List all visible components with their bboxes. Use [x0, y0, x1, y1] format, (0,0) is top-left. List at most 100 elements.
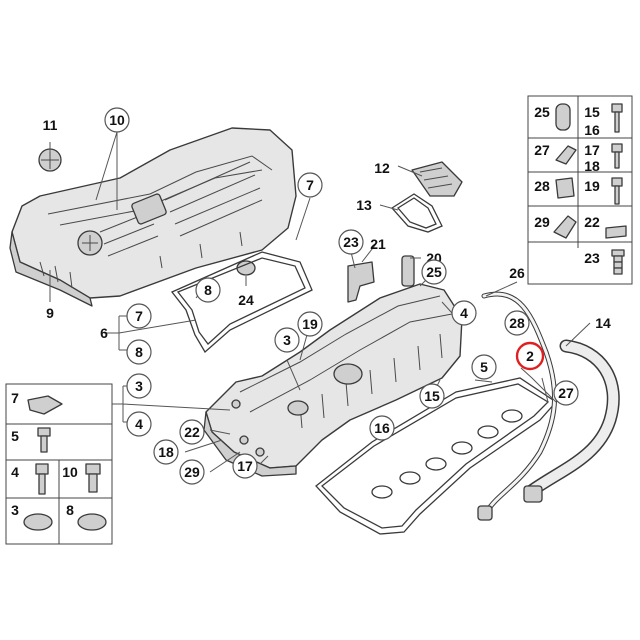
leader-lines	[49, 131, 591, 473]
svg-text:11: 11	[43, 117, 58, 133]
svg-text:25: 25	[426, 264, 442, 280]
spark-plug-seals	[371, 409, 523, 499]
svg-text:24: 24	[238, 292, 254, 308]
callout-16: 16	[369, 415, 395, 441]
stud-bolt-icon	[35, 463, 49, 495]
special-bolt-icon	[85, 463, 101, 493]
svg-text:6: 6	[100, 325, 108, 341]
bracket	[347, 261, 375, 303]
callout-28: 28	[504, 310, 530, 336]
bracket-clip-icon	[553, 215, 577, 239]
svg-text:12: 12	[374, 160, 390, 176]
callout-5: 5	[471, 354, 497, 380]
callout-13: 13	[356, 197, 372, 213]
callout-2-highlighted: 2	[515, 341, 545, 371]
svg-text:2: 2	[526, 348, 534, 364]
svg-text:29: 29	[184, 464, 200, 480]
legend-label-17: 17	[584, 142, 600, 158]
svg-text:19: 19	[302, 316, 318, 332]
legend-label-5: 5	[11, 428, 19, 444]
emblem-part	[38, 148, 62, 172]
svg-text:18: 18	[158, 444, 174, 460]
svg-text:15: 15	[424, 388, 440, 404]
svg-text:3: 3	[135, 378, 143, 394]
clip-nut-icon	[27, 395, 63, 415]
callout-27: 27	[553, 380, 579, 406]
callout-3-mid: 3	[274, 327, 300, 353]
legend-label-29: 29	[534, 214, 550, 230]
callout-3-left: 3	[126, 373, 152, 399]
svg-text:21: 21	[370, 236, 386, 252]
callout-25: 25	[421, 259, 447, 285]
callout-7-mid: 7	[126, 303, 152, 329]
legend-label-16: 16	[584, 122, 600, 138]
svg-text:16: 16	[374, 420, 390, 436]
legend-label-18: 18	[584, 158, 600, 174]
legend-label-19: 19	[584, 178, 600, 194]
head-cover-ribs	[299, 333, 443, 429]
svg-text:28: 28	[509, 315, 525, 331]
callout-7-top: 7	[297, 172, 323, 198]
svg-text:9: 9	[46, 305, 54, 321]
cover-seal-frame	[170, 251, 313, 354]
svg-text:4: 4	[460, 305, 468, 321]
cable-holder-icon	[555, 145, 577, 165]
legend-label-23: 23	[584, 250, 600, 266]
legend-label-15: 15	[584, 104, 600, 120]
legend-label-10: 10	[62, 464, 78, 480]
svg-text:3: 3	[283, 332, 291, 348]
cover-plug	[236, 260, 256, 276]
ventilation-hose	[523, 339, 620, 503]
callout-26: 26	[509, 265, 525, 281]
callout-10: 10	[104, 107, 130, 133]
legend-label-8: 8	[66, 502, 74, 518]
clamp-icon	[605, 225, 627, 239]
svg-text:22: 22	[184, 424, 200, 440]
hex-bolt-icon	[611, 143, 623, 169]
callout-14: 14	[595, 315, 611, 331]
callout-15: 15	[419, 383, 445, 409]
legend-right: 25 15 16 27 17 18 28 19 29 22 23	[527, 95, 633, 285]
svg-text:17: 17	[237, 458, 253, 474]
screw-icon	[611, 103, 623, 133]
svg-text:5: 5	[480, 359, 488, 375]
callout-8-top: 8	[195, 277, 221, 303]
legend-left: 7 5 4 10 3 8	[5, 383, 113, 545]
expansion-rivet-icon	[611, 249, 625, 275]
callout-22: 22	[179, 419, 205, 445]
svg-text:8: 8	[204, 282, 212, 298]
callout-11: 11	[43, 117, 58, 133]
callout-12: 12	[374, 160, 390, 176]
svg-text:7: 7	[306, 177, 314, 193]
legend-label-22: 22	[584, 214, 600, 230]
svg-text:10: 10	[109, 112, 125, 128]
callout-29: 29	[179, 459, 205, 485]
sealing-ring-icon	[77, 513, 107, 531]
plug-icon	[555, 103, 571, 131]
legend-label-25: 25	[534, 104, 550, 120]
oil-separator-sleeve	[401, 255, 415, 287]
oil-filler-cap	[411, 161, 463, 197]
callout-4-mid: 4	[451, 300, 477, 326]
callout-4-left: 4	[126, 411, 152, 437]
callout-6: 6	[100, 325, 108, 341]
svg-text:23: 23	[343, 234, 359, 250]
cover-ribs	[99, 161, 263, 257]
svg-text:13: 13	[356, 197, 372, 213]
svg-text:7: 7	[135, 308, 143, 324]
rubber-grommet-icon	[23, 513, 53, 531]
legend-label-7: 7	[11, 390, 19, 406]
callout-17: 17	[232, 453, 258, 479]
cylinder-head-cover	[203, 283, 463, 477]
callout-21: 21	[370, 236, 386, 252]
legend-label-3: 3	[11, 502, 19, 518]
callout-18: 18	[153, 439, 179, 465]
svg-text:8: 8	[135, 344, 143, 360]
callout-23: 23	[338, 229, 364, 255]
callout-19: 19	[297, 311, 323, 337]
legend-label-27: 27	[534, 142, 550, 158]
filler-cap-seal	[391, 193, 443, 233]
svg-text:27: 27	[558, 385, 574, 401]
callout-8-mid: 8	[126, 339, 152, 365]
